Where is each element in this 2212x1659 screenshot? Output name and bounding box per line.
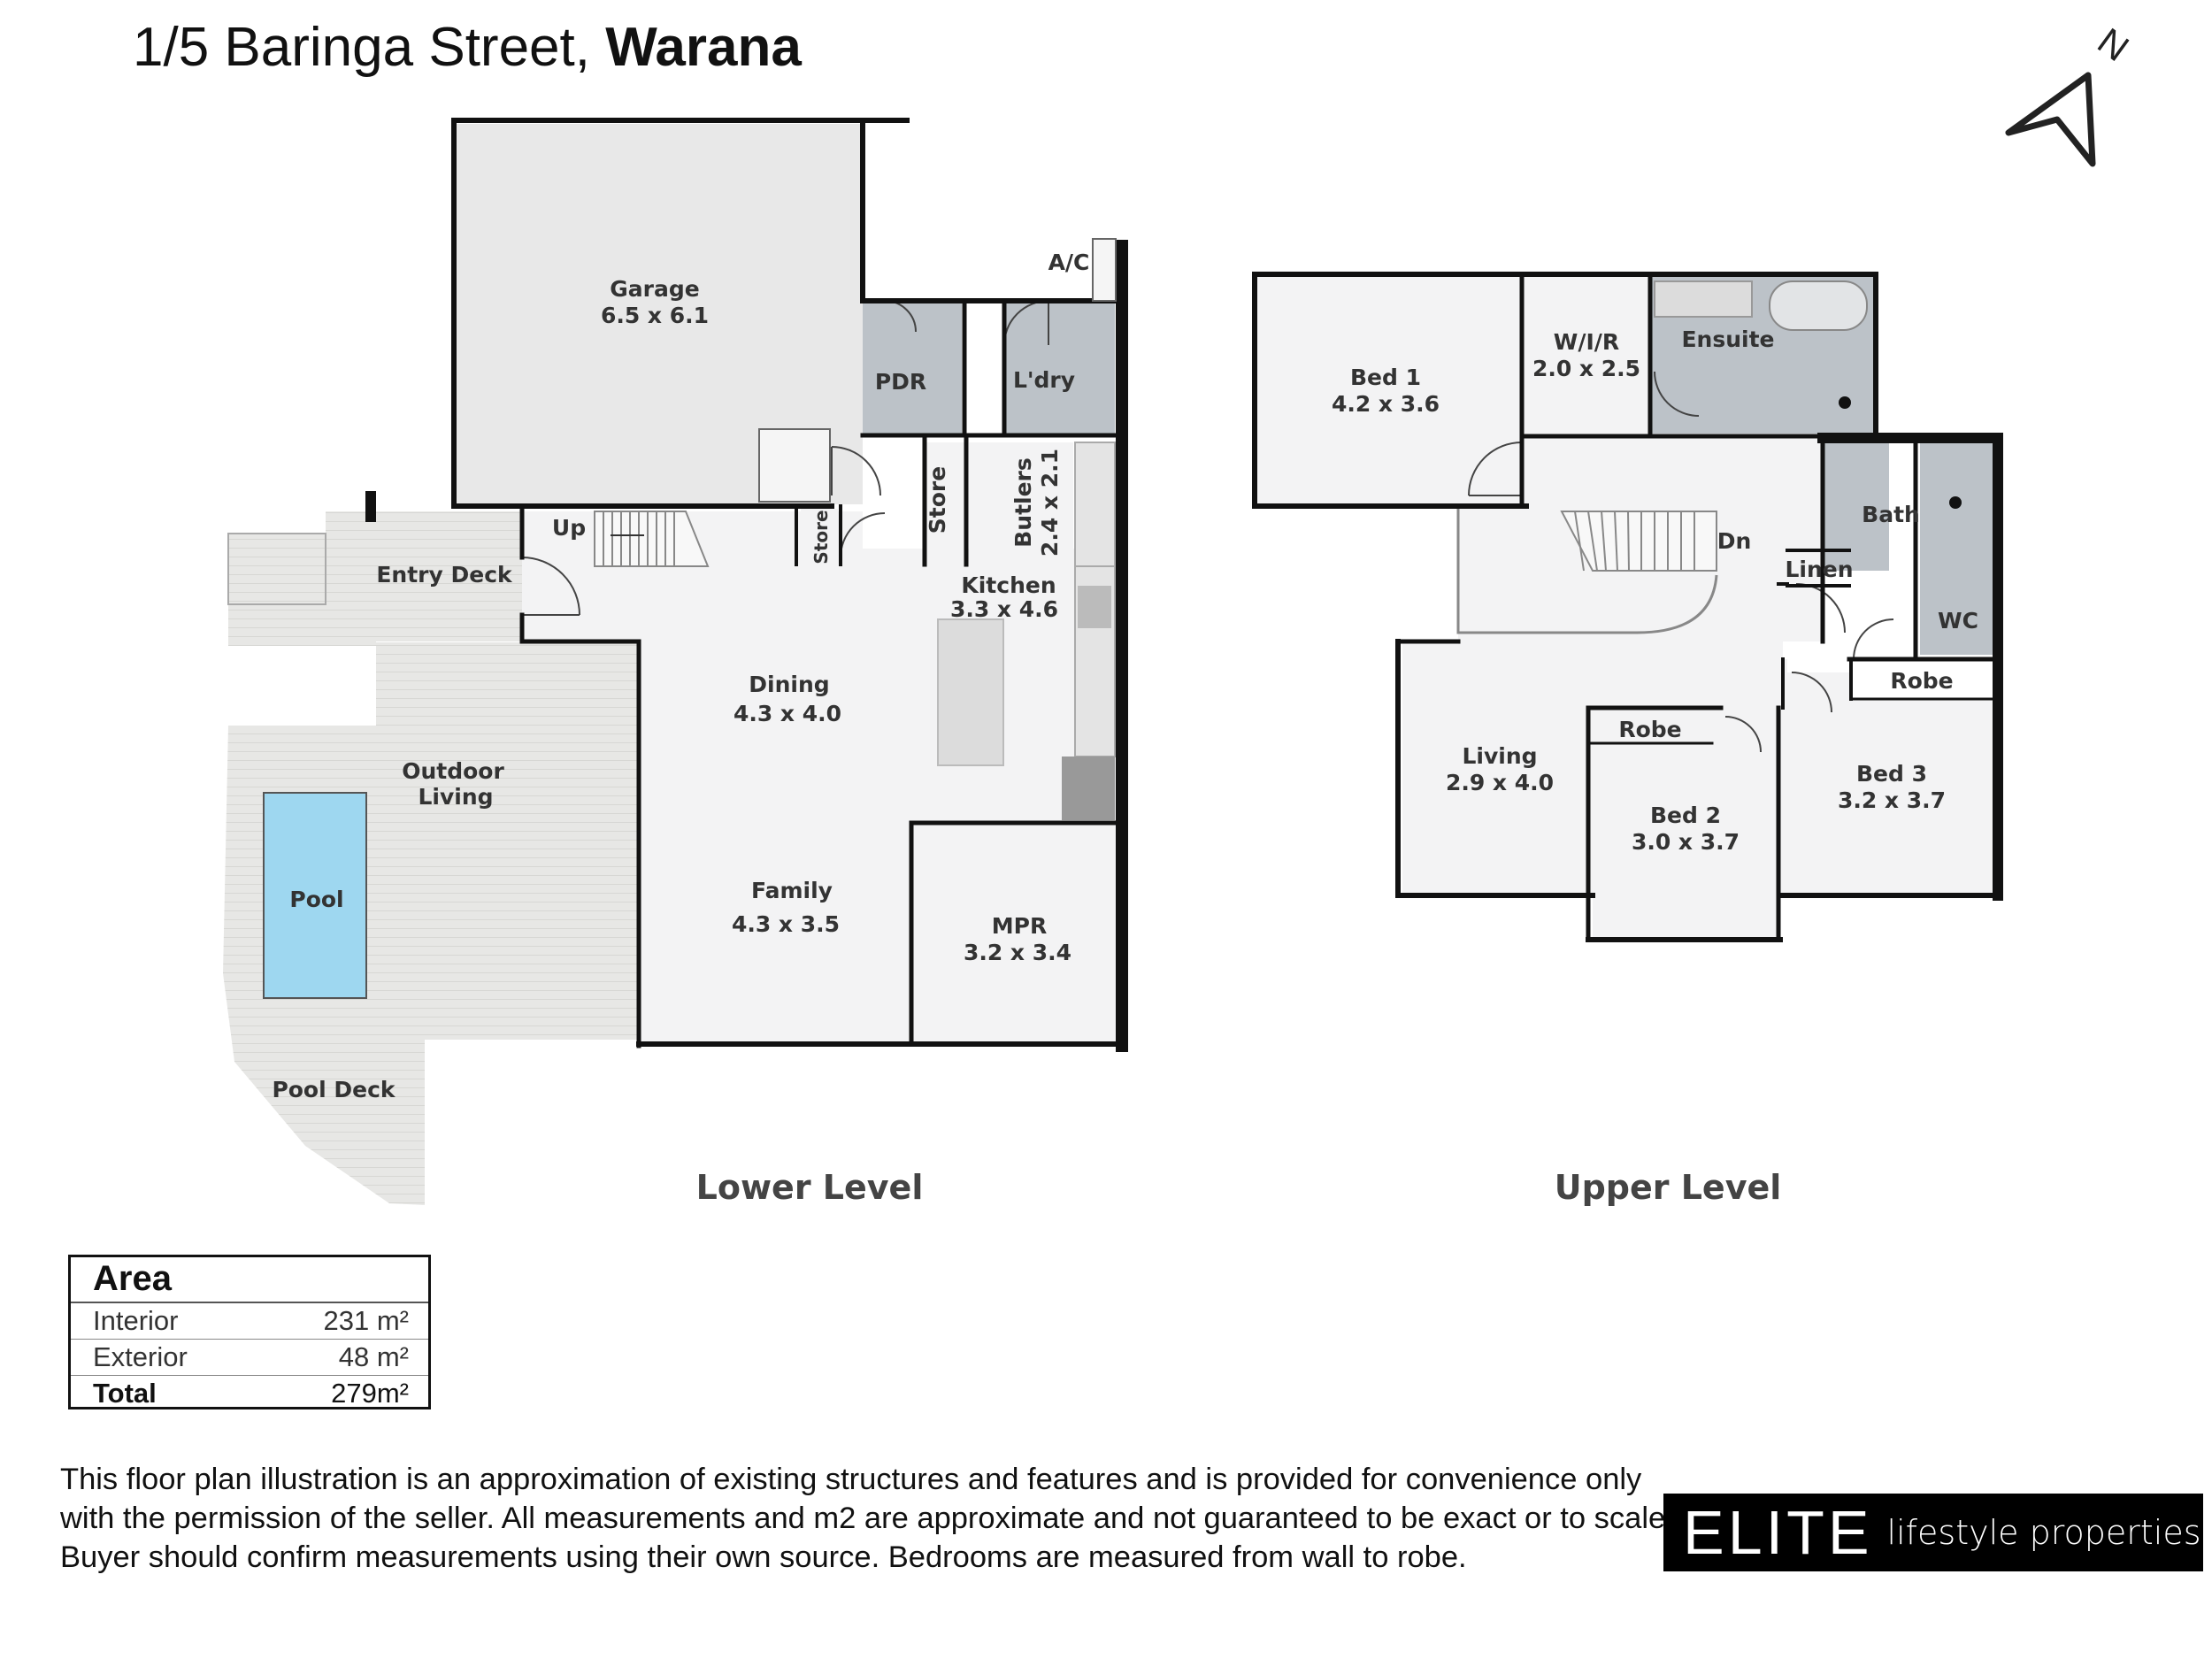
wir-label: W/I/R [1554,329,1619,355]
upper-walls [1252,272,2003,942]
cooktop [1078,586,1111,628]
family-label: Family [751,878,833,903]
lower-doors [521,300,1049,616]
deck-steps [227,533,326,605]
entry-deck-label: Entry Deck [376,562,513,588]
dining-label: Dining [749,672,829,697]
address-suburb: Warana [605,17,802,78]
living-size: 2.9 x 4.0 [1446,770,1554,795]
deck-post [365,491,376,522]
agency-logo: ELITE lifestyle properties [1663,1494,2203,1571]
kitchen-island [937,618,1004,766]
lower-stairs [594,511,710,567]
ensuite-label: Ensuite [1681,326,1774,352]
area-title: Area [71,1257,428,1303]
area-row-value: 48 m² [338,1341,409,1372]
wc-label: WC [1938,608,1978,634]
lower-level-title: Lower Level [696,1168,924,1207]
upper-level-title: Upper Level [1555,1168,1782,1207]
outdoor-label: Outdoor [402,758,504,784]
upper-level-plan [1252,272,2003,942]
area-table: Area Interior 231 m² Exterior 48 m² Tota… [68,1255,431,1409]
garage-window [1092,238,1117,302]
vanity [1654,280,1753,318]
address-street: 1/5 Baringa Street, [133,17,606,78]
bed1-label: Bed 1 [1350,365,1421,390]
void-balustrade [1456,509,1718,634]
area-row-value: 279m² [331,1378,409,1409]
mpr-size: 3.2 x 3.4 [964,940,1071,965]
lower-walls [451,118,1128,1052]
up-label: Up [552,515,586,541]
butlers-bench [1074,442,1116,567]
logo-wordmark: ELITE [1683,1498,1873,1567]
area-row-exterior: Exterior 48 m² [71,1340,428,1376]
garage-label: Garage [610,276,699,302]
compass-icon: N [2005,19,2137,167]
area-row-label: Exterior [93,1341,188,1372]
north-label: N [2090,19,2136,69]
wir-size: 2.0 x 2.5 [1532,356,1640,381]
dining-size: 4.3 x 4.0 [733,701,841,726]
shower-drain [1839,396,1851,409]
bath-label: Bath [1862,502,1920,527]
robe-label-bed3: Robe [1890,668,1953,694]
ac-label: A/C [1048,250,1090,275]
linen-label: Linen [1785,557,1853,582]
pool [263,792,367,999]
upper-stairs [1560,511,1717,572]
store-label: Store [925,466,950,534]
living-label: Living [1462,743,1537,769]
pantry-store-label: Store [810,510,832,564]
area-row-label: Interior [93,1305,179,1336]
bed2-size: 3.0 x 3.7 [1632,829,1740,855]
laundry-floor [1004,301,1075,434]
area-row-value: 231 m² [323,1305,409,1336]
bed3-size: 3.2 x 3.7 [1838,787,1946,813]
mpr-floor [913,825,1118,1042]
pdr-label: PDR [875,369,926,395]
logo-tagline: lifestyle properties [1886,1513,2201,1552]
disclaimer-text: This floor plan illustration is an appro… [60,1463,1674,1574]
garage-size: 6.5 x 6.1 [601,303,709,328]
laundry-bench [1075,301,1115,434]
butlers-label: Butlers [1010,457,1036,548]
bed1-size: 4.2 x 3.6 [1332,391,1440,417]
pdr-floor [863,301,962,434]
mpr-label: MPR [992,913,1047,939]
bathtub [1769,280,1868,331]
laundry-label: L'dry [1013,367,1075,393]
butlers-size: 2.4 x 2.1 [1037,449,1063,557]
area-row-interior: Interior 231 m² [71,1303,428,1340]
wc-floor [1920,438,1998,655]
pool-deck-label: Pool Deck [272,1077,396,1102]
family-size: 4.3 x 3.5 [732,911,840,937]
robe-label-bed2: Robe [1618,717,1681,742]
wc-shower-drain [1949,496,1962,509]
bed2-label: Bed 2 [1650,803,1721,828]
wir-floor [1522,274,1650,434]
area-row-total: Total 279m² [71,1376,428,1411]
address-title: 1/5 Baringa Street, Warana [133,16,802,79]
area-row-label: Total [93,1378,157,1409]
pantry-store-floor [801,509,838,562]
bed3-label: Bed 3 [1856,761,1927,787]
dn-label: Dn [1717,528,1752,554]
store-floor [925,442,964,565]
upper-floor [1255,274,2000,938]
fridge [1062,757,1115,820]
kitchen-size: 3.3 x 4.6 [950,596,1058,622]
kitchen-label: Kitchen [961,572,1056,598]
garage-step [758,428,831,503]
outdoor-label-2: Living [418,784,493,810]
outdoor-living-area [223,642,639,1205]
pool-label: Pool [289,887,343,912]
lower-level-plan [223,118,1128,1205]
butlers-floor [969,442,1073,565]
